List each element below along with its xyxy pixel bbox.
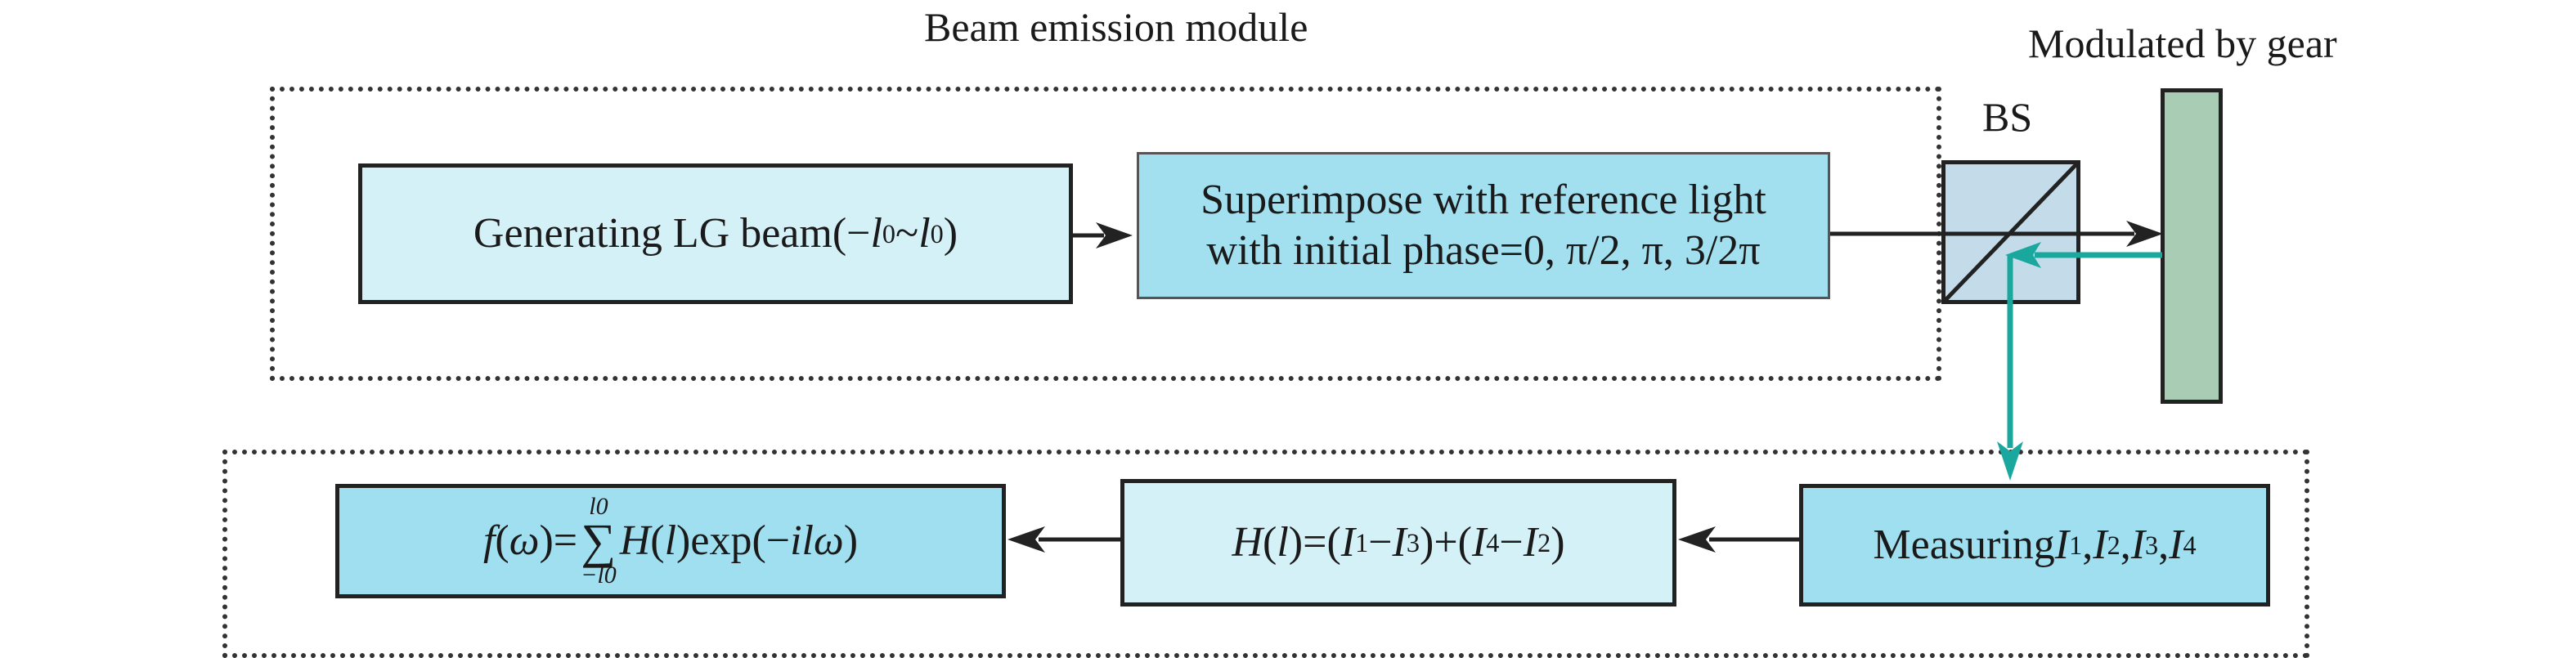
sum-lower: −l0 [581,562,617,589]
h-s3: 3 [1406,527,1420,557]
h-l: l [1277,518,1289,566]
h-s2: 2 [1537,527,1551,557]
superimpose-line1: Superimpose with reference light [1200,176,1766,223]
generate-minus: − [846,209,871,257]
generate-text: Generating LG beam( [473,209,847,257]
measure-c1: , [2082,521,2094,568]
module-title: Beam emission module [924,4,1308,50]
measure-s1: 1 [2069,530,2083,560]
f-omega: ω [509,517,540,564]
teal-return-arrowhead [2005,242,2041,268]
arrowhead-measuring-to-h [1678,526,1716,553]
h-s1: 1 [1355,527,1369,557]
f-il: il [790,517,814,564]
h-minus2: − [1499,518,1524,566]
generate-l-lower: l [870,209,882,257]
measure-s2: 2 [2107,530,2120,560]
measuring-text: Measuring [1873,521,2055,568]
f-eq: )= [539,517,578,564]
summation: l0 ∑ −l0 [581,495,617,588]
gear-modulator [2161,88,2223,404]
measure-s4: 4 [2183,530,2197,560]
generate-sub-upper: 0 [930,218,944,248]
arrowhead-h-to-f [1008,526,1045,553]
measure-i4: I [2169,521,2183,568]
h-end: ) [1551,518,1565,566]
generate-sub-lower: 0 [882,218,896,248]
arrowhead-generate-to-superimpose [1096,222,1133,248]
arrowhead-superimpose-to-gear [2126,221,2163,247]
generate-l-upper: l [918,209,931,257]
f-symbol: f [482,517,496,564]
h-i3: I [1392,518,1407,566]
measure-i3: I [2130,521,2146,568]
sum-upper: l0 [589,493,608,520]
teal-down-arrowhead [1997,441,2023,481]
f-h: H [619,517,651,564]
generate-close: ) [943,209,958,257]
superimpose-box: Superimpose with reference light with in… [1137,152,1830,299]
generate-tilde: ~ [895,209,919,257]
superimpose-line2: with initial phase=0, π/2, π, 3/2π [1206,227,1761,274]
measure-c2: , [2120,521,2131,568]
h-i1: I [1340,518,1356,566]
bs-label: BS [1982,94,2033,140]
h-s4: 4 [1486,527,1500,557]
sigma-symbol: ∑ [581,514,617,568]
measurement-module-frame [222,450,2309,658]
h-i4: I [1471,518,1487,566]
h-eq: )=( [1288,518,1341,566]
h-symbol: H [1232,518,1263,566]
measure-i1: I [2054,521,2070,568]
f-exp: )exp(− [676,517,791,564]
h-mid: )+( [1420,518,1472,566]
f-end: ) [843,517,859,564]
h-i2: I [1523,518,1538,566]
f-l: l [664,517,677,564]
gear-label: Modulated by gear [2028,20,2337,66]
f-omega2: ω [814,517,844,564]
measure-c3: , [2158,521,2170,568]
measure-s3: 3 [2145,530,2159,560]
measure-i2: I [2093,521,2107,568]
h-minus1: − [1368,518,1393,566]
